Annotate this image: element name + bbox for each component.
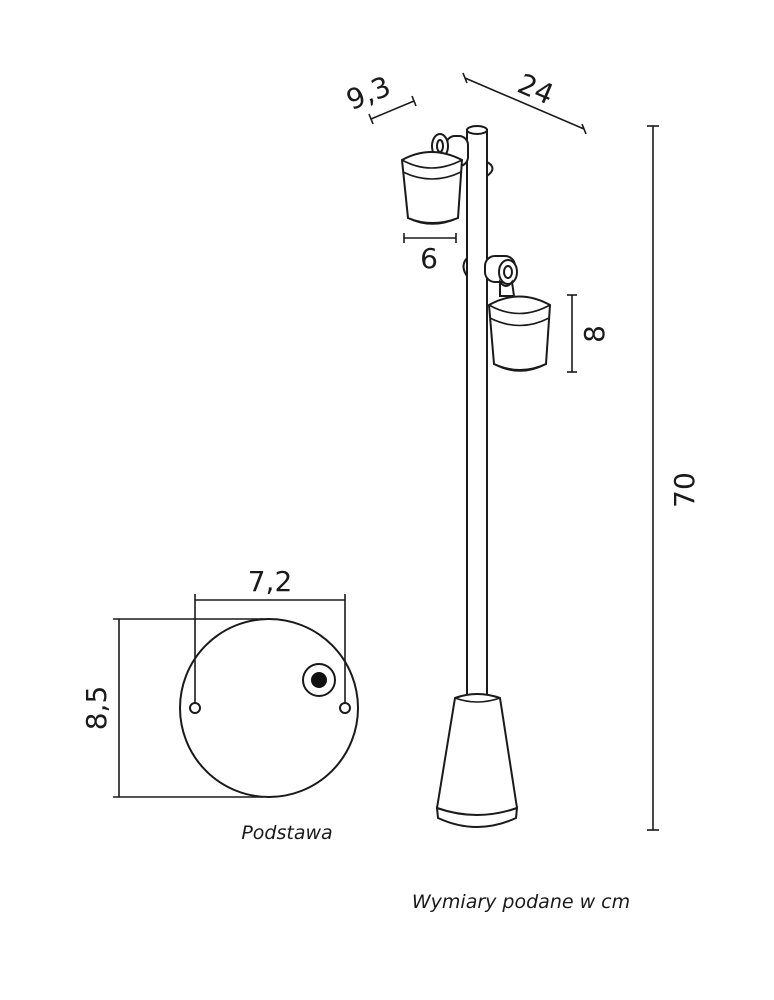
dim-arm-span-label: 24 — [513, 67, 559, 111]
dim-total-height: 70 — [647, 125, 701, 831]
mounting-hole-right — [339, 702, 351, 714]
dim-shade-depth: 9,3 — [342, 70, 417, 125]
dim-shade-height: 8 — [567, 294, 611, 373]
base-caption: Podstawa — [241, 822, 332, 844]
dim-shade-height-label: 8 — [578, 325, 611, 343]
units-note: Wymiary podane w cm — [412, 891, 630, 913]
dim-shade-depth-label: 9,3 — [342, 70, 396, 117]
dim-base-diameter: 8,5 — [80, 618, 263, 798]
dim-shade-width: 6 — [403, 233, 457, 275]
dim-arm-span: 24 — [462, 67, 587, 135]
dim-base-hole-spacing-label: 7,2 — [248, 565, 293, 598]
dim-base-hole-spacing: 7,2 — [194, 565, 346, 703]
dim-shade-width-label: 6 — [420, 242, 438, 275]
lamp-post — [400, 125, 552, 828]
base-plate-top-view — [179, 618, 359, 798]
dim-base-diameter-label: 8,5 — [80, 686, 113, 731]
mounting-hole-left — [189, 702, 201, 714]
cable-gland-core — [311, 672, 327, 688]
dim-total-height-label: 70 — [668, 472, 701, 508]
